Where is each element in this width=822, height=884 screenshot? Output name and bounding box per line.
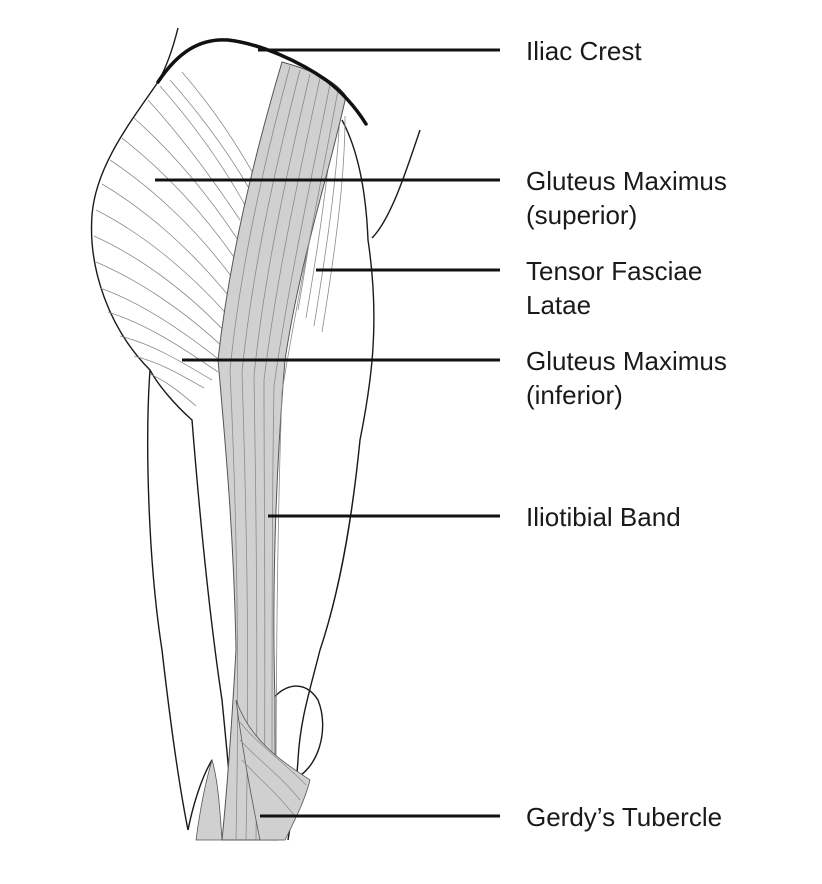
label-gerdys-tubercle: Gerdy’s Tubercle: [526, 800, 722, 834]
label-iliotibial-band-text: Iliotibial Band: [526, 502, 681, 532]
label-iliotibial-band: Iliotibial Band: [526, 500, 681, 534]
label-iliac-crest-text: Iliac Crest: [526, 36, 642, 66]
leg-outline: [90, 27, 421, 841]
pointer-lines: [155, 48, 500, 818]
label-gluteus-superior-line2: (superior): [526, 200, 638, 230]
label-tensor-line2: Latae: [526, 290, 592, 320]
label-gluteus-superior-line1: Gluteus Maximus: [526, 166, 727, 196]
label-tensor-fasciae-latae: Tensor Fasciae Latae: [526, 254, 702, 322]
gluteus-maximus-fibers: [93, 71, 255, 407]
label-gluteus-inferior-line1: Gluteus Maximus: [526, 346, 727, 376]
label-tensor-line1: Tensor Fasciae: [526, 256, 703, 286]
label-iliac-crest: Iliac Crest: [526, 34, 642, 68]
label-gluteus-maximus-inferior: Gluteus Maximus (inferior): [526, 344, 727, 412]
label-gluteus-maximus-superior: Gluteus Maximus (superior): [526, 164, 727, 232]
label-gluteus-inferior-line2: (inferior): [526, 380, 623, 410]
label-gerdys-tubercle-text: Gerdy’s Tubercle: [526, 802, 723, 832]
iliotibial-band: [195, 61, 347, 841]
